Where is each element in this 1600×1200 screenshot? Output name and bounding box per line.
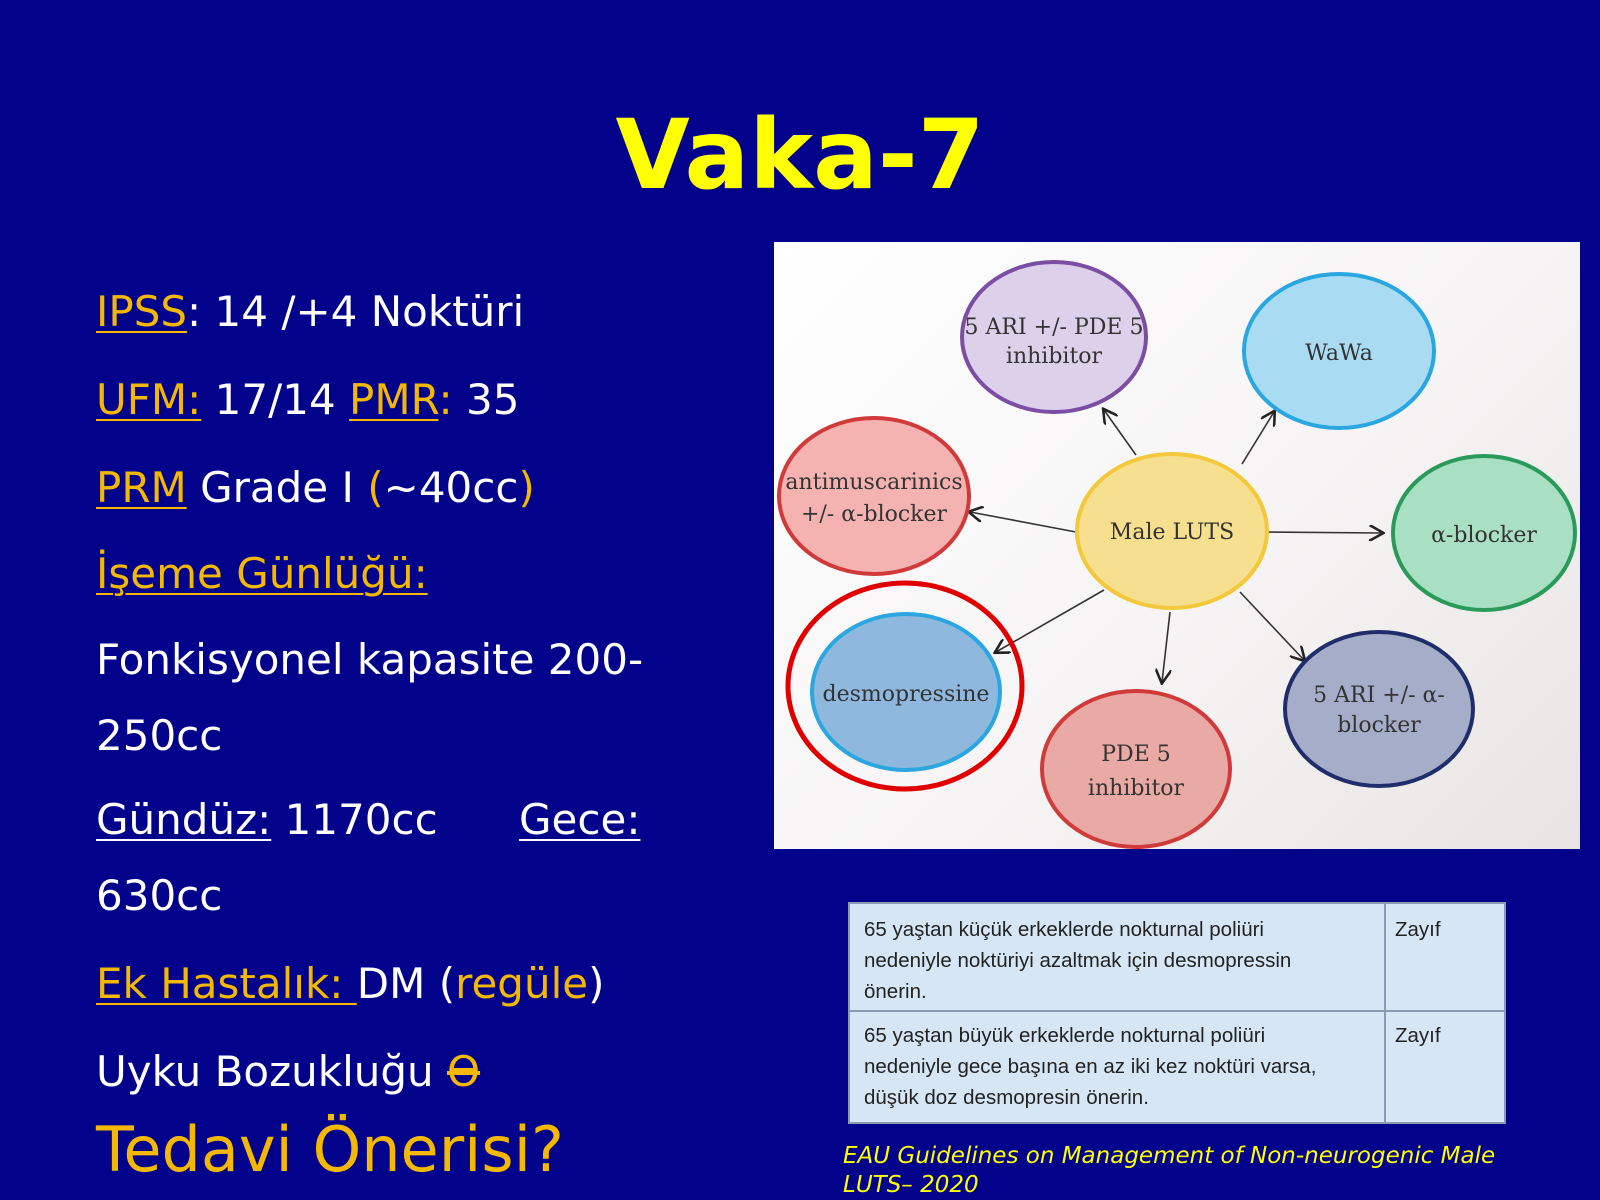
node-ari-pde5-line1: 5 ARI +/- PDE 5 <box>965 315 1144 340</box>
day-line: Gündüz: 1170cc <box>96 794 438 846</box>
node-male-luts-label: Male LUTS <box>1110 520 1234 545</box>
node-desmopressine <box>810 612 1002 772</box>
sleep-line: Uyku Bozukluğu Ө <box>96 1046 480 1098</box>
prm-paren-close: ) <box>518 463 535 512</box>
ipss-value: : 14 /+4 Noktüri <box>187 287 525 336</box>
diagram-arrows <box>970 410 1382 682</box>
arrow-to-ari-alpha <box>1239 591 1304 660</box>
prm-paren-open: ( <box>367 463 384 512</box>
table-row-2-line-1: 65 yaştan büyük erkeklerde nokturnal pol… <box>864 1024 1266 1047</box>
diagram-svg: 5 ARI +/- PDE 5 inhibitor WaWa antimusca… <box>777 260 1577 849</box>
prm-value: Grade I <box>186 463 368 512</box>
pmr-value: 35 <box>452 375 520 424</box>
table-row: 65 yaştan küçük erkeklerde nokturnal pol… <box>850 904 1504 1012</box>
night-label: Gece: <box>519 795 641 844</box>
arrow-to-ari-pde5 <box>1104 410 1137 456</box>
comorbidity-status: regüle <box>455 959 589 1008</box>
table-row-2-line-3: düşük doz desmopresin önerin. <box>864 1086 1149 1109</box>
treatment-question: Tedavi Önerisi? <box>96 1113 564 1186</box>
luts-treatment-diagram: 5 ARI +/- PDE 5 inhibitor WaWa antimusca… <box>774 242 1580 849</box>
prm-label: PRM <box>96 463 187 512</box>
ipss-line: IPSS: 14 /+4 Noktüri <box>96 286 524 338</box>
node-pde5-line1: PDE 5 <box>1101 742 1171 767</box>
table-row-1-text: 65 yaştan küçük erkeklerde nokturnal pol… <box>864 914 1364 1007</box>
node-antimuscarinics-line1: antimuscarinics <box>785 470 962 495</box>
table-row-2-text: 65 yaştan büyük erkeklerde nokturnal pol… <box>864 1020 1364 1113</box>
diary-line: İşeme Günlüğü: <box>96 548 428 600</box>
node-pde5 <box>1040 689 1232 849</box>
table-row-2-strength: Zayıf <box>1395 1024 1441 1047</box>
arrow-to-alpha-blocker <box>1266 532 1382 533</box>
ufm-line: UFM: 17/14 PMR: 35 <box>96 374 519 426</box>
node-ari-alpha <box>1283 630 1475 788</box>
arrow-to-desmopressine <box>996 589 1105 652</box>
comorbidity-line: Ek Hastalık: DM (regüle) <box>96 958 604 1010</box>
prm-line: PRM Grade I (~40cc) <box>96 462 535 514</box>
citation: EAU Guidelines on Management of Non-neur… <box>843 1142 1583 1200</box>
slide-title: Vaka-7 <box>615 99 985 211</box>
node-wawa <box>1242 272 1436 430</box>
sleep-label: Uyku Bozukluğu <box>96 1047 448 1096</box>
ufm-label: UFM: <box>96 375 202 424</box>
ufm-value: 17/14 <box>201 375 350 424</box>
capacity-line-1: Fonkisyonel kapasite 200- <box>96 635 644 684</box>
node-antimuscarinics <box>777 416 971 576</box>
node-ari-pde5-line2: inhibitor <box>1006 344 1103 369</box>
table-row-1-line-1: 65 yaştan küçük erkeklerde nokturnal pol… <box>864 918 1264 941</box>
table-row-1-line-3: önerin. <box>864 980 927 1003</box>
node-ari-alpha-line2: blocker <box>1337 713 1421 738</box>
node-alpha-blocker-label: α-blocker <box>1431 523 1537 548</box>
arrow-to-wawa <box>1241 412 1274 465</box>
ipss-label: IPSS <box>96 287 188 336</box>
day-label: Gündüz: <box>96 795 272 844</box>
night-label-wrap: Gece: <box>519 794 640 846</box>
table-row: 65 yaştan büyük erkeklerde nokturnal pol… <box>850 1010 1504 1122</box>
diary-label: İşeme Günlüğü: <box>96 549 428 598</box>
table-row-1-strength: Zayıf <box>1395 918 1441 941</box>
arrow-to-antimuscarinics <box>970 512 1077 533</box>
citation-line-1: EAU Guidelines on Management of Non-neur… <box>843 1143 1496 1169</box>
citation-line-2: LUTS– 2020 <box>843 1172 979 1198</box>
prm-volume: ~40cc <box>383 463 519 512</box>
pmr-label: PMR <box>349 375 439 424</box>
table-row-1-line-2: nedeniyle noktüriyi azaltmak için desmop… <box>864 949 1292 972</box>
pmr-colon: : <box>438 375 453 424</box>
desmopressine-highlight-circle <box>785 580 1025 792</box>
node-alpha-blocker <box>1391 454 1577 612</box>
sleep-symbol: Ө <box>447 1047 481 1096</box>
node-antimuscarinics-line2: +/- α-blocker <box>801 502 948 527</box>
night-value: 630cc <box>96 871 223 920</box>
capacity-line-2: 250cc <box>96 711 223 760</box>
comorbidity-label: Ek Hastalık: <box>96 959 357 1008</box>
node-ari-alpha-line1: 5 ARI +/- α- <box>1313 683 1445 708</box>
node-male-luts <box>1075 452 1269 610</box>
table-row-2-line-2: nedeniyle gece başına en az iki kez nokt… <box>864 1055 1317 1078</box>
table-column-divider <box>1384 904 1386 1122</box>
node-desmopressine-label: desmopressine <box>823 682 990 707</box>
arrow-to-pde5 <box>1162 611 1170 682</box>
comorbidity-close: ) <box>588 959 605 1008</box>
node-pde5-line2: inhibitor <box>1088 776 1185 801</box>
recommendation-table: 65 yaştan küçük erkeklerde nokturnal pol… <box>848 902 1506 1124</box>
comorbidity-value: DM ( <box>356 959 456 1008</box>
node-ari-pde5 <box>960 260 1148 414</box>
day-value: 1170cc <box>271 795 438 844</box>
node-wawa-label: WaWa <box>1305 341 1373 366</box>
